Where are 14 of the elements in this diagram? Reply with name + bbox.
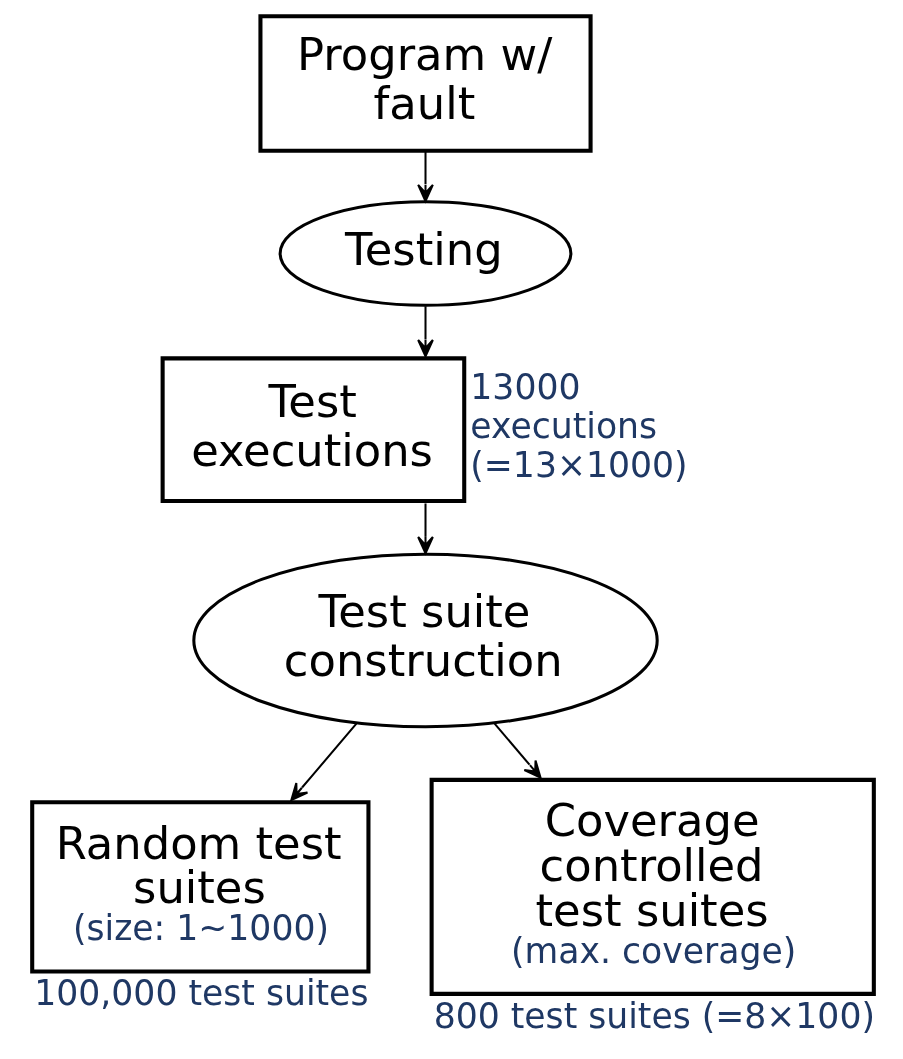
node-ellipse: Test suite construction	[191, 552, 659, 729]
node-box: Random test suites (size: 1~1000)	[29, 800, 370, 974]
arrow	[416, 503, 434, 555]
node-label: 800 test suites (=8×100)	[433, 995, 875, 1036]
node-box: Coverage controlled test suites (max. coverage)	[429, 777, 876, 996]
node-label: 100,000 test suites	[33, 973, 368, 1014]
arrow	[289, 723, 357, 802]
node-box: Test executions	[160, 356, 466, 504]
node-box: Program w/ fault	[257, 14, 593, 153]
arrow	[493, 723, 541, 779]
node-ellipse: Testing	[278, 200, 572, 307]
node-label: 13000 executions (=13×1000)	[469, 367, 688, 485]
arrow	[416, 151, 434, 203]
arrow	[416, 306, 434, 358]
